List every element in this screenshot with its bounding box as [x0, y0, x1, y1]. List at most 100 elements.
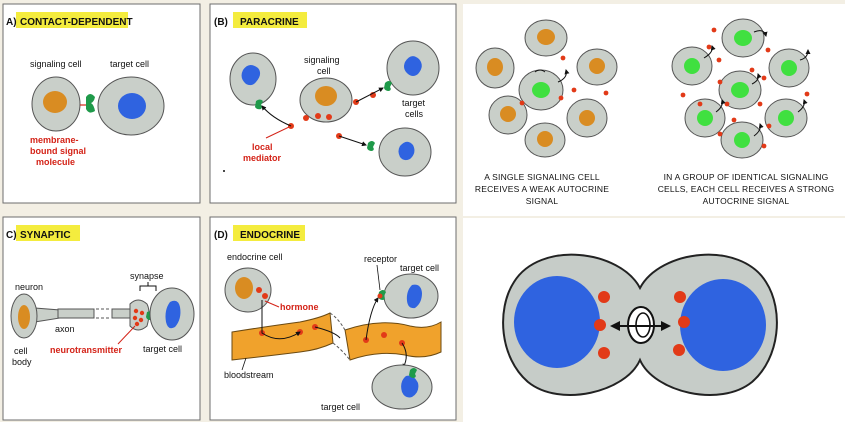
group-signal [717, 131, 723, 137]
paracrine-target-nucleus-left [241, 64, 261, 86]
group-nucleus-green [684, 58, 700, 74]
label-synapse: synapse [130, 271, 164, 281]
autocrine-nucleus-orange [537, 29, 555, 45]
autocrine-nucleus-orange [589, 58, 605, 74]
neurotransmitter-molecule [139, 310, 145, 316]
gap-signal-molecule [678, 316, 690, 328]
hormone-path [261, 300, 301, 340]
label-signaling-cell: signaling cell [30, 59, 82, 69]
label-target-cells-1: target [402, 98, 426, 108]
group-signal [680, 92, 686, 98]
endocrine-target-nucleus-top [406, 284, 422, 309]
receptor-icon-left [255, 99, 263, 110]
endocrine-target-nucleus-bottom [401, 375, 419, 398]
label-neurotransmitter: neurotransmitter [50, 345, 123, 355]
paracrine-signaling-nucleus [315, 86, 337, 106]
group-signal [765, 47, 771, 53]
gap-signal-molecule [674, 291, 686, 303]
group-signal [711, 27, 717, 33]
synapse-bracket [139, 282, 157, 291]
group-arrow [799, 49, 811, 61]
label-cell-body-1: cell [14, 346, 28, 356]
group-signal [804, 91, 810, 97]
panel-a-title-highlight [16, 12, 128, 28]
mediator-molecule [303, 115, 309, 121]
label-target-cell-bottom: target cell [321, 402, 360, 412]
bloodstream-gap-dash [329, 312, 346, 331]
neuron-axon-segment [57, 308, 95, 319]
group-signal [761, 143, 767, 149]
group-nucleus-green [781, 60, 797, 76]
bloodstream-vessel-right [344, 321, 442, 361]
paracrine-target-nucleus-bottom-right [398, 141, 415, 161]
panel-c-title-highlight [16, 225, 80, 241]
group-nucleus-green [778, 110, 794, 126]
panel-paracrine: (B) PARACRINE signaling cell target cell… [209, 3, 457, 204]
target-cell-nucleus [118, 93, 146, 119]
receptor-icon-top-right [384, 81, 392, 91]
hormone-molecule [381, 332, 387, 338]
group-signal [761, 75, 767, 81]
group-signal [697, 101, 703, 107]
autocrine-signal [571, 87, 577, 93]
label-membrane-1: membrane- [30, 135, 79, 145]
group-arrow [753, 30, 768, 37]
hormone-path [365, 297, 379, 341]
mediator-path-left [261, 105, 292, 127]
neurotransmitter-pointer [117, 325, 136, 345]
left-cell-nucleus [514, 276, 600, 368]
endocrine-cell-nucleus [235, 277, 253, 299]
panel-b-title-highlight [233, 12, 307, 28]
autocrine-signal [519, 100, 525, 106]
panel-a-title: CONTACT-DEPENDENT [20, 17, 133, 28]
label-target-cell-top: target cell [400, 263, 439, 273]
panel-c-title: SYNAPTIC [20, 230, 71, 241]
panel-synaptic: C) SYNAPTIC neuron synapse axon cell bod… [2, 216, 201, 421]
label-target-cell: target cell [110, 59, 149, 69]
group-signal [716, 57, 722, 63]
label-neuron: neuron [15, 282, 43, 292]
group-arrow [703, 45, 716, 59]
stray-mark [223, 170, 225, 172]
caption-single-1: A SINGLE SIGNALING CELL [484, 172, 600, 182]
caption-single-2: RECEIVES A WEAK AUTOCRINE [475, 184, 609, 194]
neurotransmitter-molecule [133, 308, 139, 314]
paracrine-target-nucleus-top-right [404, 56, 422, 76]
label-synaptic-target-cell: target cell [143, 344, 182, 354]
panel-d-title: ENDOCRINE [240, 230, 300, 241]
label-local-mediator-1: local [252, 142, 273, 152]
group-arrow [751, 73, 762, 85]
neuron-nucleus [18, 305, 30, 329]
label-membrane-2: bound signal [30, 146, 86, 156]
autocrine-nucleus-orange [487, 58, 503, 76]
neurotransmitter-molecule [134, 321, 140, 327]
bloodstream-gap-dash [332, 342, 351, 361]
group-signaling-cells [671, 18, 811, 159]
bloodstream-pointer [241, 357, 247, 371]
autocrine-nucleus-orange [500, 106, 516, 122]
gap-signal-molecule [598, 291, 610, 303]
gap-signal-molecule [598, 347, 610, 359]
autocrine-signal [603, 90, 609, 96]
local-mediator-pointer [265, 126, 290, 139]
mediator-molecule [315, 113, 321, 119]
synaptic-target-nucleus [165, 300, 181, 329]
mediator-molecule [326, 114, 332, 120]
single-signaling-group [475, 19, 618, 158]
panel-contact-dependent: A) CONTACT-DEPENDENT signaling cell targ… [2, 3, 201, 204]
panel-endocrine: (D) ENDOCRINE endocrine cell hormone blo… [209, 216, 457, 421]
neuron-axon-segment-end [111, 308, 133, 319]
group-nucleus-green [697, 110, 713, 126]
group-signal [717, 79, 723, 85]
autocrine-nucleus-orange [537, 131, 553, 147]
group-signal [749, 67, 755, 73]
caption-group-3: AUTOCRINE SIGNAL [703, 196, 790, 206]
autocrine-nucleus-orange [579, 110, 595, 126]
group-nucleus-green [734, 30, 752, 46]
panel-b-tag: (B) [214, 17, 228, 28]
right-cell-nucleus [680, 279, 766, 371]
neurotransmitter-molecule [138, 317, 144, 323]
receptor-pointer [376, 264, 381, 291]
group-arrow [715, 99, 726, 113]
